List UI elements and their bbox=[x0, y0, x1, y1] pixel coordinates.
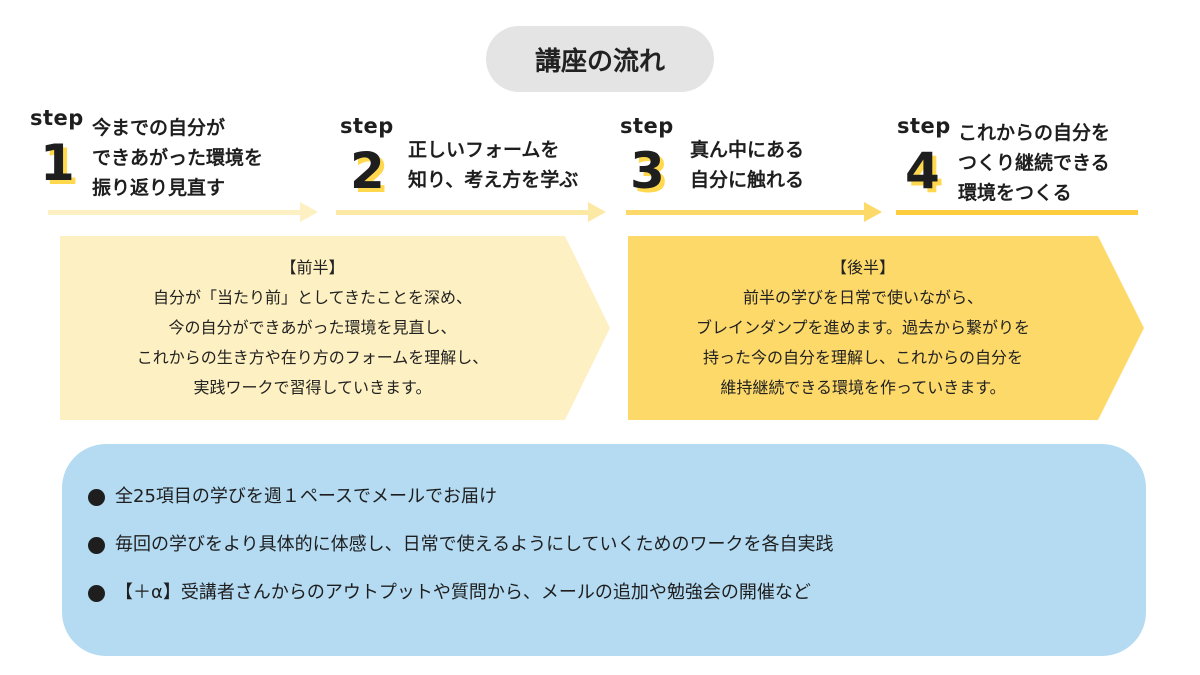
phase-2-line: 維持継続できる環境を作っていきます。 bbox=[720, 378, 1006, 397]
page-title: 講座の流れ bbox=[486, 26, 714, 92]
phase-2: 【後半】 前半の学びを日常で使いながら、 ブレインダンプを進めます。過去から繋が… bbox=[628, 236, 1098, 420]
info-item-text: 全25項目の学びを週１ペースでメールでお届け bbox=[115, 486, 498, 507]
phase-2-line: 持った今の自分を理解し、これからの自分を bbox=[702, 348, 1023, 367]
step-1-text: 今までの自分が できあがった環境を 振り返り見直す bbox=[92, 113, 263, 203]
info-item-text: 【＋α】受講者さんからのアウトプットや質問から、メールの追加や勉強会の開催など bbox=[115, 582, 811, 603]
step-2-word: step bbox=[340, 114, 394, 138]
info-item: 全25項目の学びを週１ペースでメールでお届け bbox=[88, 483, 497, 511]
step-4-line: 環境をつくる bbox=[958, 182, 1072, 204]
step-2-number: 2 bbox=[350, 142, 385, 200]
step-3-arrow-line bbox=[626, 210, 866, 215]
step-1-arrow-line bbox=[48, 210, 302, 215]
step-1-line: できあがった環境を bbox=[92, 147, 264, 169]
step-3-arrow-head bbox=[864, 202, 882, 222]
step-3-text: 真ん中にある 自分に触れる bbox=[690, 135, 804, 195]
phase-1-heading: 【前半】 bbox=[280, 258, 345, 277]
step-4-line: これからの自分を bbox=[958, 122, 1111, 144]
step-1-number: 1 bbox=[40, 134, 75, 192]
step-4-bar bbox=[896, 210, 1138, 215]
step-1-line: 振り返り見直す bbox=[92, 177, 226, 199]
info-item: 毎回の学びをより具体的に体感し、日常で使えるようにしていくためのワークを各自実践 bbox=[88, 531, 834, 559]
step-2-arrow-line bbox=[336, 210, 590, 215]
step-2-arrow-head bbox=[588, 202, 606, 222]
step-3-line: 真ん中にある bbox=[690, 139, 805, 161]
bullet-icon bbox=[88, 584, 105, 602]
info-item: 【＋α】受講者さんからのアウトプットや質問から、メールの追加や勉強会の開催など bbox=[88, 579, 811, 607]
step-4-word: step bbox=[897, 114, 951, 138]
phase-2-line: ブレインダンプを進めます。過去から繋がりを bbox=[696, 318, 1030, 337]
phase-1-line: 自分が「当たり前」としてきたことを深め、 bbox=[152, 288, 473, 307]
phase-2-heading: 【後半】 bbox=[830, 258, 895, 277]
phase-2-chevron bbox=[628, 236, 1144, 420]
step-3-line: 自分に触れる bbox=[690, 169, 805, 191]
step-3-word: step bbox=[620, 114, 674, 138]
info-box bbox=[62, 444, 1146, 656]
step-1-arrow-head bbox=[300, 202, 318, 222]
step-1-word: step bbox=[30, 106, 84, 130]
step-4-line: つくり継続できる bbox=[958, 152, 1110, 174]
step-2-line: 正しいフォームを bbox=[408, 139, 560, 161]
step-3-number: 3 bbox=[630, 142, 665, 200]
step-4-number: 4 bbox=[905, 142, 940, 200]
phase-1-line: これからの生き方や在り方のフォームを理解し、 bbox=[136, 348, 489, 367]
info-item-text: 毎回の学びをより具体的に体感し、日常で使えるようにしていくためのワークを各自実践 bbox=[115, 534, 834, 555]
step-1-line: 今までの自分が bbox=[92, 117, 226, 139]
phase-1-line: 今の自分ができあがった環境を見直し、 bbox=[168, 318, 457, 337]
bullet-icon bbox=[88, 536, 105, 554]
step-2-text: 正しいフォームを 知り、考え方を学ぶ bbox=[408, 135, 578, 195]
step-4-text: これからの自分を つくり継続できる 環境をつくる bbox=[958, 118, 1110, 208]
phase-2-line: 前半の学びを日常で使いながら、 bbox=[742, 288, 983, 307]
phase-1-chevron bbox=[60, 236, 610, 420]
phase-1: 【前半】 自分が「当たり前」としてきたことを深め、 今の自分ができあがった環境を… bbox=[60, 236, 565, 420]
step-2-line: 知り、考え方を学ぶ bbox=[408, 169, 579, 191]
phase-1-line: 実践ワークで習得していきます。 bbox=[193, 378, 432, 397]
bullet-icon bbox=[88, 488, 105, 506]
